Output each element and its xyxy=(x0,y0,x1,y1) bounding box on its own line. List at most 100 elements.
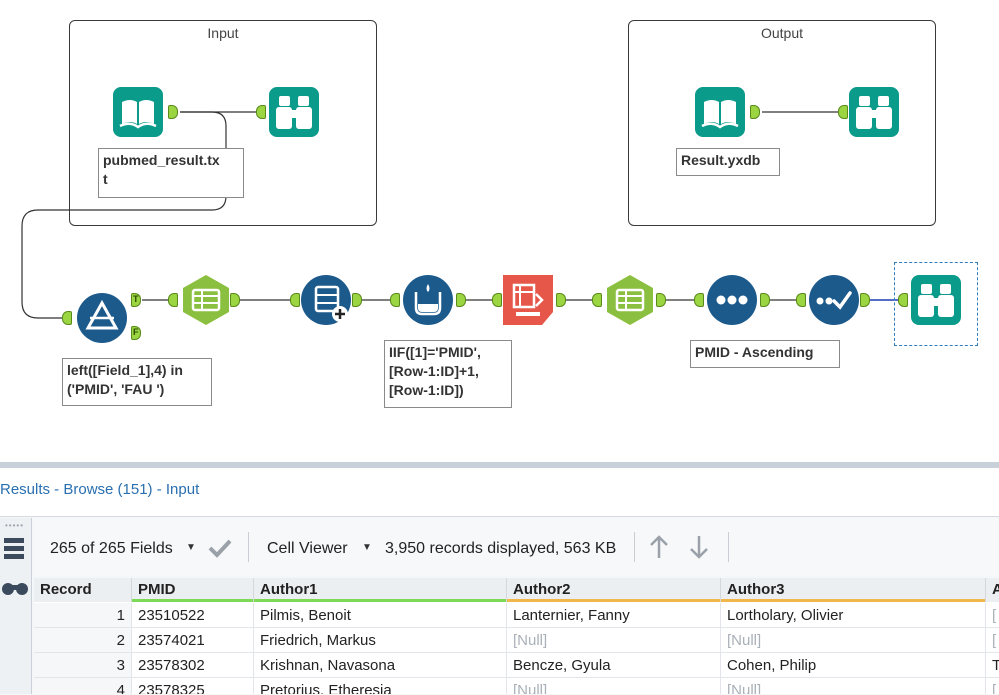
checkmark-icon[interactable] xyxy=(208,538,232,558)
browse-tool-final[interactable] xyxy=(910,274,962,326)
binoculars-icon xyxy=(269,87,319,137)
browse-tool-output[interactable] xyxy=(848,86,900,138)
cell-author1[interactable]: Krishnan, Navasona xyxy=(254,653,507,678)
arrow-down-icon[interactable] xyxy=(688,534,710,560)
output-input-anchor[interactable] xyxy=(750,105,760,119)
select-records-output-anchor[interactable] xyxy=(860,293,870,307)
select2-input-anchor[interactable] xyxy=(592,293,602,307)
sort-tool[interactable] xyxy=(706,274,758,326)
select-records-tool[interactable] xyxy=(808,274,860,326)
output-input-data-tool[interactable] xyxy=(694,86,746,138)
cell-author3[interactable]: Lortholary, Olivier xyxy=(721,603,986,628)
cell-viewer-caret-icon[interactable]: ▼ xyxy=(362,542,372,553)
cell-author1[interactable]: Pretorius, Etheresia xyxy=(254,678,507,694)
output-file-annotation: Result.yxdb xyxy=(676,148,780,176)
grip-handle[interactable]: ••••• xyxy=(5,521,25,530)
browse-final-input-anchor[interactable] xyxy=(898,293,908,307)
formula-tool[interactable] xyxy=(402,274,454,326)
header-type-indicator xyxy=(507,599,720,602)
cell-author3[interactable]: Cohen, Philip xyxy=(721,653,986,678)
toolbar-divider xyxy=(634,532,635,562)
multi-row-formula-tool[interactable] xyxy=(300,274,352,326)
column-header-pmid[interactable]: PMID xyxy=(132,578,254,602)
output-browse-anchor[interactable] xyxy=(838,105,848,119)
cell-author1[interactable]: Friedrich, Markus xyxy=(254,628,507,653)
select-tool-1[interactable] xyxy=(180,274,232,326)
multirow-input-anchor[interactable] xyxy=(290,293,300,307)
filter-true-label: T xyxy=(133,294,139,304)
cell-viewer-dropdown[interactable]: Cell Viewer xyxy=(267,540,348,557)
crosstab-output-anchor[interactable] xyxy=(556,293,566,307)
panel-splitter[interactable] xyxy=(0,462,999,468)
browse-tool-input[interactable] xyxy=(268,86,320,138)
column-header-next[interactable]: A xyxy=(986,578,999,602)
cell-author2[interactable]: Bencze, Gyula xyxy=(507,653,721,678)
select2-output-anchor[interactable] xyxy=(656,293,666,307)
sort-dots-icon xyxy=(707,275,757,325)
cell-pmid[interactable]: 23510522 xyxy=(132,603,254,628)
multirow-output-anchor[interactable] xyxy=(352,293,362,307)
fields-dropdown[interactable]: 265 of 265 Fields xyxy=(50,540,173,557)
select-columns-icon xyxy=(183,275,229,325)
multi-row-formula-icon xyxy=(301,275,351,325)
cell-next[interactable]: [ xyxy=(986,628,999,653)
column-header-author1[interactable]: Author1 xyxy=(254,578,507,602)
records-info: 3,950 records displayed, 563 KB xyxy=(385,540,617,557)
formula-output-anchor[interactable] xyxy=(456,293,466,307)
browse-input-anchor[interactable] xyxy=(256,105,266,119)
book-icon xyxy=(113,87,163,137)
check-dots-icon xyxy=(809,275,859,325)
toolbar-divider xyxy=(728,532,729,562)
workflow-canvas[interactable]: Input Output xyxy=(0,0,999,462)
binoculars-icon[interactable] xyxy=(1,580,29,596)
column-header-author3[interactable]: Author3 xyxy=(721,578,986,602)
toolbar-divider xyxy=(248,532,249,562)
header-type-indicator xyxy=(254,599,506,602)
cell-next[interactable]: [ xyxy=(986,603,999,628)
select-tool-2[interactable] xyxy=(604,274,656,326)
column-header-author2[interactable]: Author2 xyxy=(507,578,721,602)
cell-author3[interactable]: [Null] xyxy=(721,678,986,694)
results-title: Results - Browse (151) - Input xyxy=(0,481,200,498)
formula-flask-icon xyxy=(403,275,453,325)
filter-true-anchor[interactable] xyxy=(131,293,141,307)
record-number: 1 xyxy=(34,603,132,628)
filter-false-anchor[interactable] xyxy=(131,326,141,340)
cell-next[interactable]: T xyxy=(986,653,999,678)
cell-next[interactable]: [ xyxy=(986,678,999,694)
book-icon xyxy=(695,87,745,137)
column-header-record[interactable]: Record xyxy=(34,578,132,602)
cell-author2[interactable]: [Null] xyxy=(507,678,721,694)
selected-tool-outline xyxy=(894,262,978,346)
select1-input-anchor[interactable] xyxy=(168,293,178,307)
results-grid[interactable]: Record PMID Author1 Author2 Author3 A 1 … xyxy=(34,578,999,694)
output-container-title: Output xyxy=(760,25,804,41)
sort-input-anchor[interactable] xyxy=(694,293,704,307)
cell-author1[interactable]: Pilmis, Benoit xyxy=(254,603,507,628)
select1-output-anchor[interactable] xyxy=(230,293,240,307)
filter-tool[interactable] xyxy=(76,292,128,344)
formula-input-anchor[interactable] xyxy=(390,293,400,307)
formula-expression-annotation: IIF([1]='PMID', [Row-1:ID]+1, [Row-1:ID]… xyxy=(384,340,512,408)
arrow-up-icon[interactable] xyxy=(648,534,670,560)
fields-dropdown-caret-icon[interactable]: ▼ xyxy=(186,542,196,553)
header-type-indicator xyxy=(132,599,253,602)
cell-pmid[interactable]: 23574021 xyxy=(132,628,254,653)
cross-tab-tool[interactable] xyxy=(502,274,554,326)
crosstab-input-anchor[interactable] xyxy=(492,293,502,307)
table-view-icon[interactable] xyxy=(3,536,25,562)
cell-author3[interactable]: [Null] xyxy=(721,628,986,653)
filter-input-anchor[interactable] xyxy=(62,311,72,325)
sort-output-anchor[interactable] xyxy=(760,293,770,307)
input-output-anchor[interactable] xyxy=(168,105,178,119)
cell-pmid[interactable]: 23578325 xyxy=(132,678,254,694)
select-records-input-anchor[interactable] xyxy=(796,293,806,307)
header-type-indicator xyxy=(721,599,985,602)
cell-author2[interactable]: [Null] xyxy=(507,628,721,653)
input-data-tool[interactable] xyxy=(112,86,164,138)
binoculars-icon xyxy=(911,275,961,325)
cell-pmid[interactable]: 23578302 xyxy=(132,653,254,678)
connection-wires xyxy=(21,111,898,319)
cell-author2[interactable]: Lanternier, Fanny xyxy=(507,603,721,628)
record-number: 2 xyxy=(34,628,132,653)
